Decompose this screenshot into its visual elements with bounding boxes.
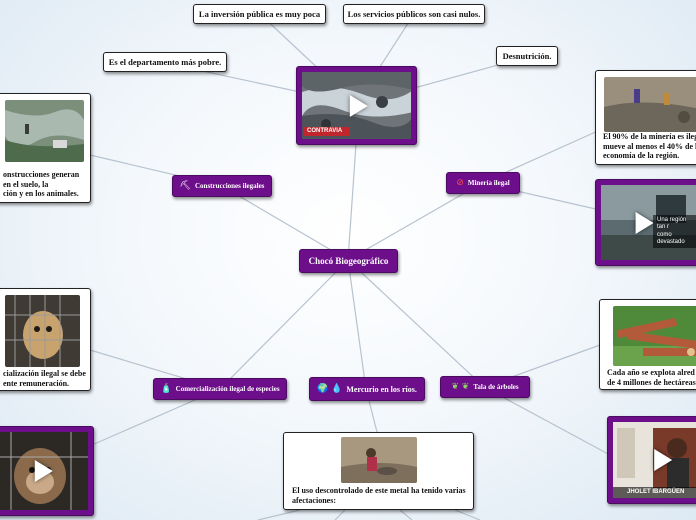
video-caption: JHOLET IBARGÜEN — [613, 486, 696, 498]
topic-label: Comercialización ilegal de especies — [175, 385, 280, 393]
link-central-construcciones — [221, 185, 349, 261]
topic-construcciones-ilegales[interactable]: ⛏ Construcciones ilegales — [172, 175, 272, 197]
flooded-land-image — [5, 100, 84, 162]
topic-label: Tala de árboles — [473, 383, 519, 391]
topic-mineria-ilegal[interactable]: ⊘ Minería ilegal — [446, 172, 520, 194]
mining-site-image — [604, 77, 696, 132]
video-thumbnail: CONTRAVIA — [302, 72, 411, 139]
card-comercializacion[interactable]: cialización ilegal se debe ente remunera… — [0, 288, 91, 391]
note-desnutricion[interactable]: Desnutrición. — [496, 46, 558, 66]
video-tala[interactable]: JHOLET IBARGÜEN — [607, 416, 696, 504]
note-inversion-publica[interactable]: La inversión pública es muy poca — [193, 4, 326, 24]
card-text: onstrucciones generan en el suelo, la ci… — [3, 170, 80, 199]
card-tala[interactable]: Cada año se explota alred de 4 millones … — [599, 299, 696, 390]
card-text: Cada año se explota alred de 4 millones … — [607, 368, 696, 387]
globe-droplet-icon: 🌍 💧 — [317, 384, 343, 394]
central-topic-label: Chocó Biogeográfico — [308, 256, 389, 266]
card-mercurio[interactable]: El uso descontrolado de este metal ha te… — [283, 432, 474, 510]
card-text: cialización ilegal se debe ente remunera… — [3, 369, 86, 388]
video-comercializacion[interactable] — [0, 426, 94, 516]
link-mercurio-sub2 — [334, 509, 346, 520]
link-tala-video — [483, 386, 611, 456]
card-text: El uso descontrolado de este metal ha te… — [292, 486, 466, 505]
prohibited-icon: ⊘ — [456, 178, 464, 188]
topic-mercurio-rios[interactable]: 🌍 💧 Mercurio en los ríos. — [309, 377, 425, 401]
play-icon[interactable] — [654, 449, 673, 471]
link-central-mineria — [347, 182, 483, 261]
topic-label: Minería ilegal — [467, 179, 510, 187]
video-caption: Una región tan r como devastado — [653, 215, 696, 248]
video-caption: CONTRAVIA — [304, 126, 350, 136]
card-construcciones[interactable]: onstrucciones generan en el suelo, la ci… — [0, 93, 91, 203]
link-central-mercurio — [347, 259, 367, 390]
video-mineria[interactable]: Una región tan r como devastado — [595, 179, 696, 266]
link-mercurio-sub3 — [399, 509, 413, 520]
play-icon[interactable] — [349, 94, 368, 117]
card-mineria[interactable]: El 90% de la minería es ileg mueve al me… — [595, 70, 696, 165]
construction-icon: ⛏ — [179, 181, 191, 191]
video-thumbnail: JHOLET IBARGÜEN — [613, 422, 696, 498]
topic-label: Construcciones ilegales — [195, 182, 265, 190]
leaves-icon: ❦ ❦ — [451, 382, 470, 392]
note-departamento-pobre[interactable]: Es el departamento más pobre. — [103, 52, 227, 72]
bottle-icon: 🧴 — [160, 384, 172, 394]
central-topic[interactable]: Chocó Biogeográfico — [299, 249, 398, 273]
play-icon[interactable] — [635, 211, 654, 234]
topic-label: Mercurio en los ríos. — [346, 384, 417, 394]
card-text: El 90% de la minería es ileg mueve al me… — [603, 132, 696, 161]
link-mercurio-sub1 — [257, 509, 301, 520]
mercury-mining-image — [341, 437, 417, 483]
play-icon[interactable] — [34, 460, 53, 482]
link-central-tala — [347, 259, 485, 388]
caged-animal-image — [5, 295, 80, 367]
topic-comercializacion-especies[interactable]: 🧴 Comercialización ilegal de especies — [153, 378, 287, 400]
video-thumbnail — [0, 432, 88, 510]
link-central-video — [347, 143, 357, 261]
video-contravia[interactable]: CONTRAVIA — [296, 66, 417, 145]
link-mercurio-sub4 — [454, 509, 481, 520]
note-servicios-publicos[interactable]: Los servicios públicos son casi nulos. — [343, 4, 485, 24]
topic-tala-arboles[interactable]: ❦ ❦ Tala de árboles — [440, 376, 530, 398]
video-thumbnail: Una región tan r como devastado — [601, 185, 696, 260]
logs-image — [613, 306, 696, 366]
link-central-comercializacion — [219, 259, 349, 390]
